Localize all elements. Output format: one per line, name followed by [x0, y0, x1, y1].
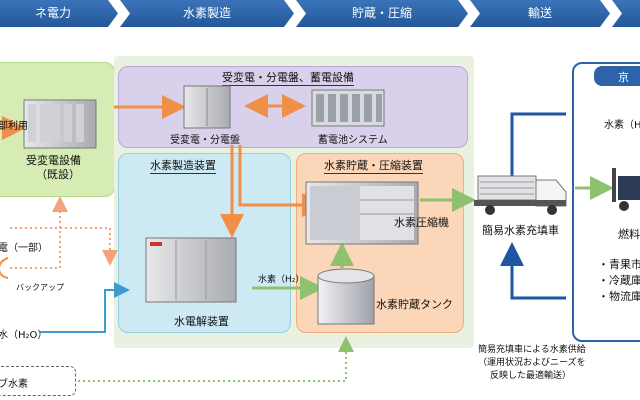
forklift-icon: [612, 168, 640, 211]
stage-hydrogen-production: 水素製造: [120, 0, 294, 27]
partial-use-label: 部利用: [0, 121, 28, 132]
hydrogen-flow-label: 水素（H₂）: [258, 275, 305, 285]
electrolyzer-icon: [145, 237, 237, 303]
supply-note-line3: 反映した最適輸送）: [490, 371, 572, 381]
transport-loop-return: [500, 242, 566, 300]
arrow-backup-to-substation: [10, 196, 68, 269]
tank-label: 水素貯蔵タンク: [376, 298, 453, 311]
storage-compression-title: 水素貯蔵・圧縮装置: [324, 159, 423, 174]
supply-note-line2: （運用状況およびニーズを: [478, 358, 586, 368]
panel-label: 受変電・分電盤: [170, 135, 240, 146]
user-bullet-2: ・冷蔵庫: [598, 274, 640, 287]
arrow-byproduct-to-tank: [78, 336, 354, 382]
right-hydrogen-label: 水素（H: [604, 120, 640, 131]
hydrogen-truck-icon: [474, 175, 567, 215]
hydrogen-production-title: 水素製造装置: [150, 159, 216, 174]
byproduct-label: ブ水素: [0, 379, 28, 390]
water-label: 水（H₂O）: [0, 330, 48, 341]
supply-note-line1: 簡易充填車による水素供給: [478, 345, 586, 355]
distribution-panel-icon: [183, 85, 231, 129]
stage-storage-compression: 貯蔵・圧縮: [296, 0, 468, 27]
fuel-label: 燃料: [618, 228, 640, 241]
byproduct-hydrogen-box: [0, 366, 76, 396]
right-panel-header: [594, 66, 640, 86]
electrolyzer-label: 水電解装置: [174, 315, 229, 328]
arrow-panel-to-compressor: [238, 145, 326, 217]
substation-icon: [23, 99, 97, 149]
arrow-backup-loop: [0, 257, 9, 279]
transport-loop-outbound: [510, 112, 566, 180]
battery-system-icon: [311, 89, 385, 127]
user-bullet-1: ・青果市: [598, 258, 640, 271]
user-bullet-3: ・物流庫: [598, 290, 640, 303]
arrow-backup-to-electrolyzer: [10, 227, 118, 266]
truck-label: 簡易水素充填車: [482, 224, 559, 237]
substation-label: 受変電設備: [26, 154, 81, 167]
backup-label: バックアップ: [16, 283, 64, 292]
arrow-water-to-electrolyzer: [40, 282, 130, 333]
stage-transport: 輸送: [470, 0, 610, 27]
stage-renewable-power: ネ電力: [0, 0, 118, 27]
battery-label: 蓄電池システム: [318, 135, 388, 146]
compressor-label: 水素圧縮機: [394, 216, 449, 229]
storage-tank-icon: [317, 268, 375, 325]
power-partial-label: 電（一部）: [0, 243, 48, 254]
compressor-icon: [305, 181, 419, 245]
substation-existing-label: （既設）: [36, 168, 80, 181]
power-equipment-title: 受変電・分電盤、蓄電設備: [222, 71, 354, 86]
right-panel: [572, 62, 640, 342]
right-panel-title: 京: [618, 71, 629, 84]
